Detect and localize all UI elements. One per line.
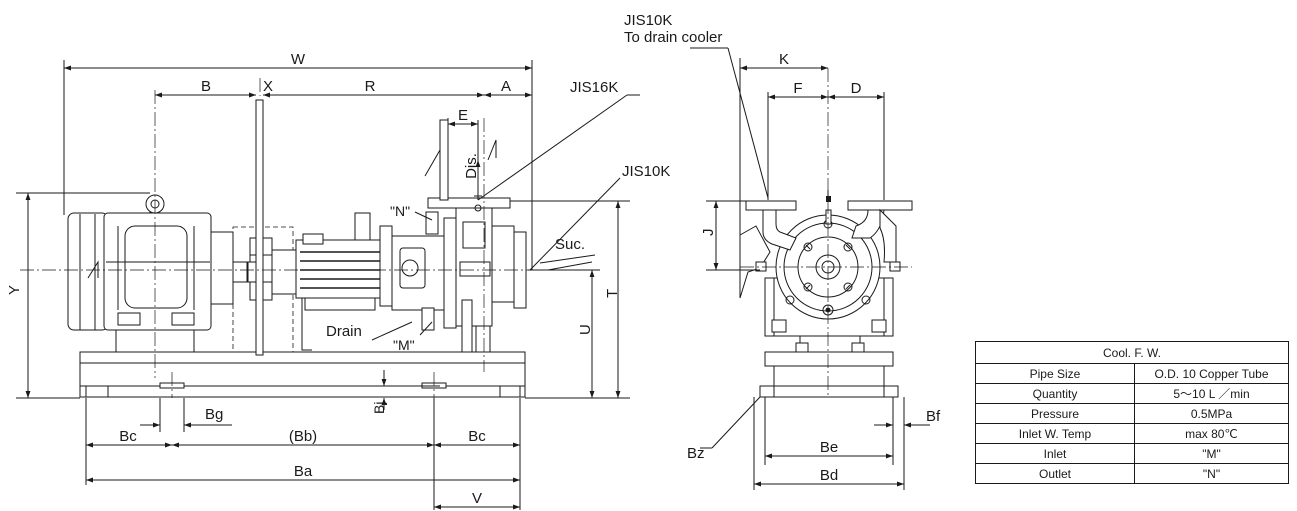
row-value: 5～10 L ／min (1134, 383, 1289, 404)
dim-E: E (458, 107, 468, 124)
side-view: JIS10K To drain cooler K F D J Bf Bz Be … (624, 12, 941, 490)
coupling (232, 99, 297, 356)
dim-Bc-left: Bc (119, 428, 137, 445)
row-label: Pressure (975, 403, 1135, 424)
pump-casing (427, 119, 527, 353)
label-jis16k-front: JIS16K (570, 79, 618, 96)
side-dimensions (690, 47, 930, 490)
row-label: Outlet (975, 463, 1135, 484)
front-labels: W B X R A E Dis. Suc. "N" "M" Drain JIS1… (6, 51, 670, 507)
row-label: Inlet W. Temp (975, 423, 1135, 444)
front-dimensions (16, 60, 640, 510)
label-dis: Dis. (463, 153, 480, 179)
table-row: Inlet W. Temp max 80℃ (975, 423, 1289, 444)
row-value: max 80℃ (1134, 423, 1289, 444)
dim-X: X (263, 78, 273, 95)
dim-Bc-right: Bc (468, 428, 486, 445)
table-header-row: Cool. F. W. (975, 341, 1289, 364)
table-title: Cool. F. W. (975, 341, 1289, 364)
label-n: "N" (390, 203, 410, 219)
label-drain: Drain (326, 323, 362, 340)
row-label: Inlet (975, 443, 1135, 464)
dim-Bf: Bf (926, 408, 941, 425)
table-row: Outlet "N" (975, 463, 1289, 484)
label-jis10k-side: JIS10K (624, 12, 672, 29)
dim-F: F (793, 80, 802, 97)
dim-T: T (604, 289, 621, 298)
dim-Y: Y (6, 285, 23, 295)
row-label: Quantity (975, 383, 1135, 404)
dim-Bg: Bg (205, 406, 223, 423)
table-row: Pipe Size O.D. 10 Copper Tube (975, 363, 1289, 384)
cooling-water-table: Cool. F. W. Pipe Size O.D. 10 Copper Tub… (975, 341, 1289, 484)
table-row: Quantity 5～10 L ／min (975, 383, 1289, 404)
row-value: "N" (1134, 463, 1289, 484)
label-jis10k-front: JIS10K (622, 163, 670, 180)
table-row: Pressure 0.5MPa (975, 403, 1289, 424)
dim-B: B (201, 78, 211, 95)
dim-Bb: (Bb) (289, 428, 317, 445)
side-labels: JIS10K To drain cooler K F D J Bf Bz Be … (624, 12, 941, 484)
label-m: "M" (393, 337, 415, 353)
dim-Be: Be (820, 439, 838, 456)
base-frame (79, 351, 526, 398)
table-row: Inlet "M" (975, 443, 1289, 464)
dim-Bj: Bj (371, 402, 387, 414)
label-suc: Suc. (555, 236, 585, 253)
dim-Ba: Ba (294, 463, 313, 480)
row-value: "M" (1134, 443, 1289, 464)
row-value: O.D. 10 Copper Tube (1134, 363, 1289, 384)
dim-Bz: Bz (687, 445, 705, 462)
dim-D: D (851, 80, 862, 97)
dim-A: A (501, 78, 511, 95)
dim-K: K (779, 51, 789, 68)
motor (67, 194, 248, 353)
row-label: Pipe Size (975, 363, 1135, 384)
dim-J: J (700, 229, 717, 237)
row-value: 0.5MPa (1134, 403, 1289, 424)
front-view: W B X R A E Dis. Suc. "N" "M" Drain JIS1… (6, 51, 670, 510)
label-to-drain-cooler: To drain cooler (624, 29, 722, 46)
dim-Bd: Bd (820, 467, 838, 484)
dim-R: R (365, 78, 376, 95)
dim-W: W (291, 51, 306, 68)
dim-U: U (577, 324, 594, 335)
side-nozzles (739, 190, 913, 299)
dim-V: V (472, 490, 482, 507)
bearing-housing (295, 211, 445, 351)
